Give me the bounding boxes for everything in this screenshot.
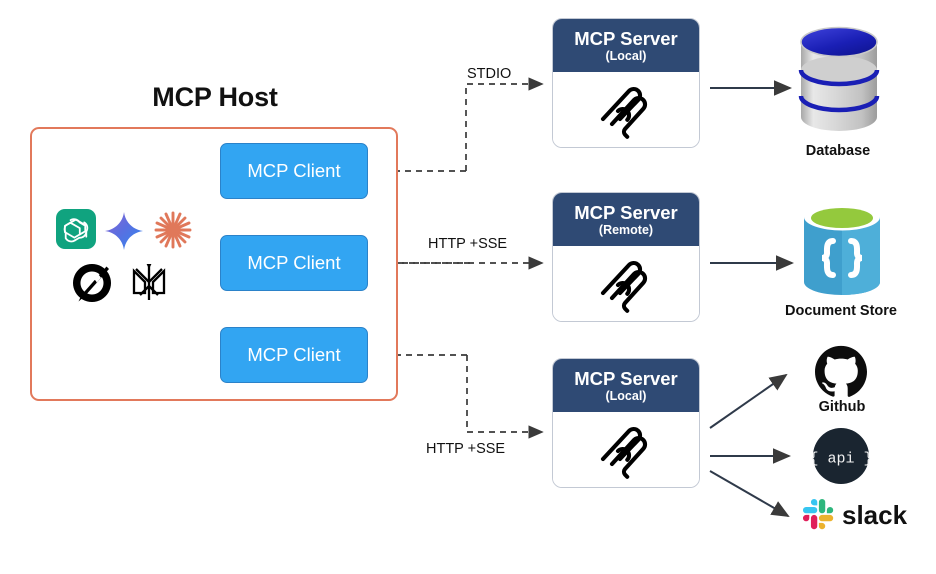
connector-stdio — [378, 77, 544, 178]
mcp-client-label: MCP Client — [247, 252, 341, 273]
openai-logo — [56, 209, 96, 249]
arrow-server-to-github — [709, 373, 788, 429]
mcp-client-1[interactable]: MCP Client — [220, 143, 368, 199]
server-header: MCP Server (Remote) — [553, 193, 699, 246]
claude-logo — [154, 211, 192, 249]
arrow-server-to-slack — [709, 470, 790, 517]
mcp-client-2[interactable]: MCP Client — [220, 235, 368, 291]
server-body — [553, 72, 699, 147]
mcp-server-local-2[interactable]: MCP Server (Local) — [552, 358, 700, 488]
mcp-server-remote[interactable]: MCP Server (Remote) — [552, 192, 700, 322]
mcp-logo — [600, 261, 648, 313]
server-title: MCP Server — [574, 201, 678, 223]
slack-icon: slack — [802, 499, 908, 530]
connector-label-http-sse-local: HTTP +SSE — [426, 441, 506, 457]
server-subtitle: (Local) — [605, 49, 647, 64]
ai-star-logo — [132, 264, 166, 300]
ai-model-logos — [52, 205, 202, 310]
grok-logo — [73, 264, 112, 302]
server-subtitle: (Local) — [605, 389, 647, 404]
mcp-logo — [600, 87, 648, 139]
server-body — [553, 412, 699, 487]
mcp-server-local-1[interactable]: MCP Server (Local) — [552, 18, 700, 148]
slack-wordmark: slack — [842, 500, 908, 530]
host-title: MCP Host — [152, 82, 278, 112]
connector-label-stdio: STDIO — [467, 66, 512, 82]
server-title: MCP Server — [574, 367, 678, 389]
server-title: MCP Server — [574, 27, 678, 49]
database-label: Database — [805, 143, 871, 159]
server-subtitle: (Remote) — [598, 223, 654, 238]
server-body — [553, 246, 699, 321]
api-text: { api } — [812, 451, 870, 468]
document-store-icon — [804, 203, 880, 295]
github-icon — [815, 345, 867, 397]
connector-label-http-sse-remote: HTTP +SSE — [428, 236, 508, 252]
gemini-logo — [105, 212, 143, 250]
server-header: MCP Server (Local) — [553, 359, 699, 412]
mcp-logo — [600, 427, 648, 479]
mcp-client-3[interactable]: MCP Client — [220, 327, 368, 383]
api-circle-icon: { api } — [812, 428, 870, 484]
database-cylinder-icon — [798, 26, 880, 131]
github-label: Github — [818, 399, 866, 415]
server-header: MCP Server (Local) — [553, 19, 699, 72]
connector-http-sse-local — [378, 348, 544, 439]
document-store-label: Document Store — [785, 303, 897, 319]
mcp-client-label: MCP Client — [247, 344, 341, 365]
mcp-client-label: MCP Client — [247, 160, 341, 181]
